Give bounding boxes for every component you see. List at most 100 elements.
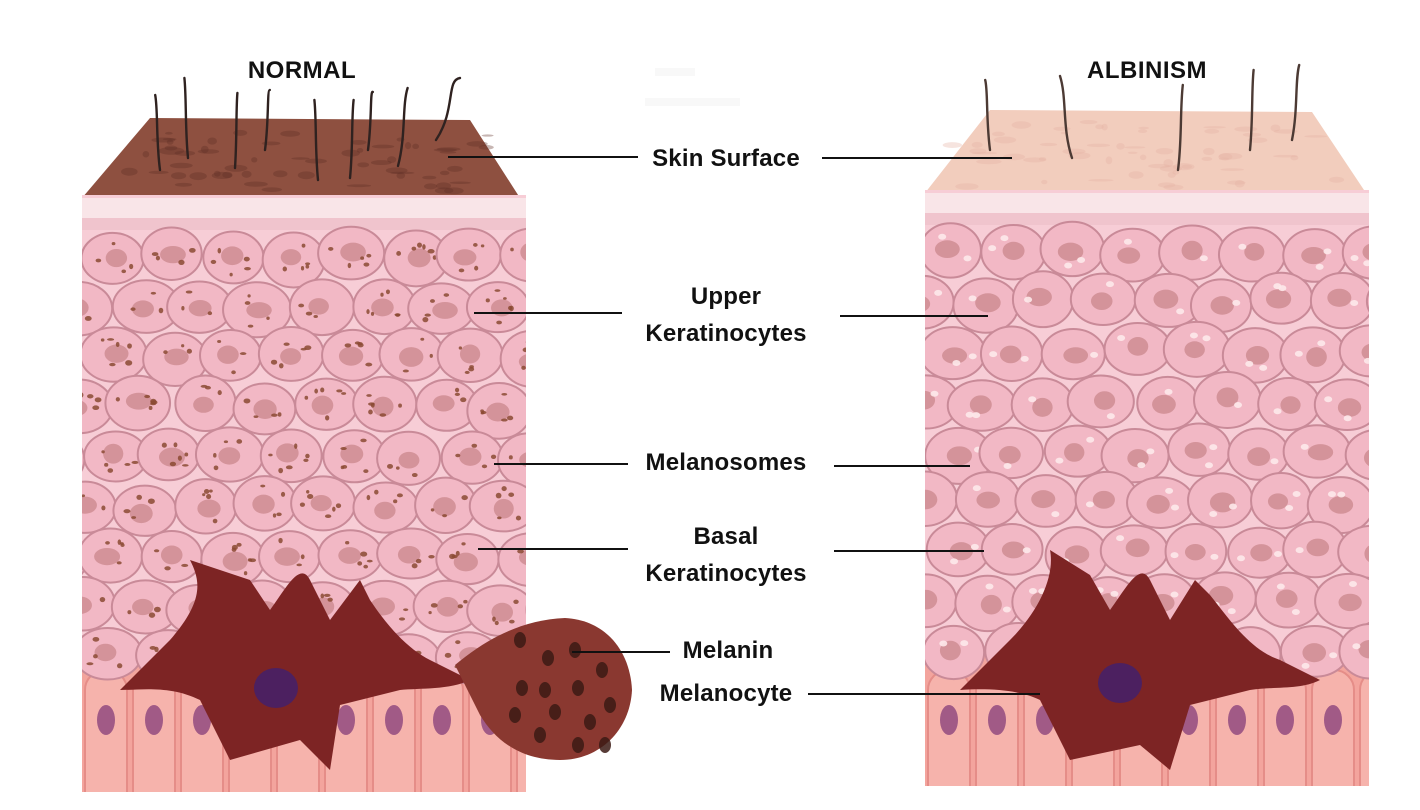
keratinocyte-nucleus: [160, 545, 183, 565]
keratinocyte-nucleus: [43, 650, 63, 666]
melanosome: [345, 540, 350, 545]
melanosome: [71, 520, 74, 523]
melanosome: [422, 244, 426, 250]
melanosome: [515, 515, 522, 521]
albinism-surface-specks: [942, 119, 1345, 191]
melanosome: [522, 347, 526, 353]
melanosome: [451, 554, 458, 559]
melanosome: [1245, 360, 1254, 367]
melanosome: [206, 494, 212, 500]
melanosomes-leader-right: [834, 465, 970, 467]
keratinocyte-nucleus: [1209, 492, 1236, 513]
melanosome: [1383, 548, 1391, 554]
melanosome: [904, 539, 912, 545]
melanin-label: Melanin: [682, 637, 774, 664]
melanosome: [490, 454, 497, 459]
melanosome: [363, 469, 369, 474]
melanosome: [298, 303, 305, 308]
keratinocyte-nucleus: [546, 601, 570, 620]
melanosome: [395, 466, 400, 470]
melanosome: [429, 353, 433, 358]
melanosome: [213, 465, 219, 471]
melanosome: [463, 599, 468, 604]
albinism-skin-block: [875, 63, 1420, 786]
melanosome: [144, 394, 151, 399]
melanosome: [61, 609, 68, 612]
keratinocyte-nucleus: [925, 489, 938, 510]
keratinocyte-nucleus: [1306, 347, 1327, 367]
keratinocyte-cell: [1338, 622, 1369, 680]
keratinocyte-nucleus: [1092, 490, 1115, 509]
keratinocyte-nucleus: [1247, 447, 1271, 467]
melanosome: [324, 514, 332, 519]
melanosome: [968, 353, 977, 360]
keratinocyte-nucleus: [613, 503, 633, 521]
melanosome: [278, 467, 284, 474]
melanosome: [1210, 553, 1219, 560]
melanosome: [247, 324, 254, 328]
melanosome: [1209, 511, 1218, 518]
melanosome: [148, 612, 156, 618]
melanosome: [571, 244, 575, 248]
keratinocyte-nucleus: [459, 344, 481, 364]
melanosome: [30, 261, 34, 265]
keratinocyte-nucleus: [310, 494, 332, 512]
keratinocyte-nucleus: [1364, 545, 1369, 562]
melanosome: [569, 603, 574, 606]
keratinocyte-cell: [1399, 626, 1420, 677]
melanosome: [125, 360, 133, 366]
melanosome: [430, 603, 438, 608]
keratinocyte-nucleus: [980, 594, 1002, 615]
melanosome: [606, 599, 613, 603]
basal-cell-nucleus: [433, 705, 451, 735]
keratinocyte-cell: [82, 542, 89, 576]
melanosome: [325, 415, 330, 421]
melanosome: [247, 294, 251, 298]
keratinocyte-nucleus: [1093, 391, 1116, 410]
keratinocyte-cell: [1344, 429, 1369, 481]
melanosome: [875, 242, 883, 248]
melanosome: [1117, 335, 1126, 342]
albinism-melanocyte-nucleus: [1098, 663, 1142, 703]
melanosome: [542, 466, 547, 469]
melanosome: [314, 388, 318, 394]
melanosome: [236, 439, 243, 444]
melanosome: [548, 596, 555, 599]
melanosome: [163, 350, 168, 355]
melanosome: [485, 298, 490, 303]
melanosome: [599, 508, 606, 512]
keratinocyte-cell: [1371, 579, 1420, 631]
melanosome: [189, 247, 196, 253]
melanosome: [548, 347, 551, 351]
melanosome: [606, 363, 613, 368]
melanosome: [300, 265, 305, 271]
melanosome: [1317, 340, 1326, 347]
keratinocyte-nucleus: [94, 547, 121, 566]
melanosome: [51, 546, 54, 550]
melanosome: [327, 597, 333, 602]
melanosome: [380, 292, 384, 297]
keratinocyte-nucleus: [1250, 544, 1273, 562]
melanosome: [572, 404, 578, 408]
melanosome: [127, 343, 132, 349]
melanosome: [92, 636, 100, 642]
melanosome: [63, 348, 68, 352]
keratinocyte-nucleus: [217, 345, 239, 364]
keratinocyte-cell: [925, 338, 928, 359]
melanosome: [1227, 608, 1236, 615]
melanosome: [627, 294, 633, 298]
melanosome: [340, 465, 345, 470]
melanosome: [1164, 388, 1173, 395]
keratinocyte-nucleus: [82, 496, 97, 514]
melanosome: [360, 438, 367, 443]
melanosomes-leader-left: [494, 463, 628, 465]
hair-strand: [348, 98, 355, 180]
melanosome: [481, 464, 488, 469]
melanosome: [1382, 439, 1390, 445]
melanosome: [950, 558, 959, 565]
melanosome: [411, 246, 417, 251]
melanosome: [271, 413, 278, 417]
melanosome: [1000, 235, 1009, 242]
keratinocyte-nucleus: [436, 597, 459, 617]
keratinocyte-nucleus: [129, 503, 153, 524]
